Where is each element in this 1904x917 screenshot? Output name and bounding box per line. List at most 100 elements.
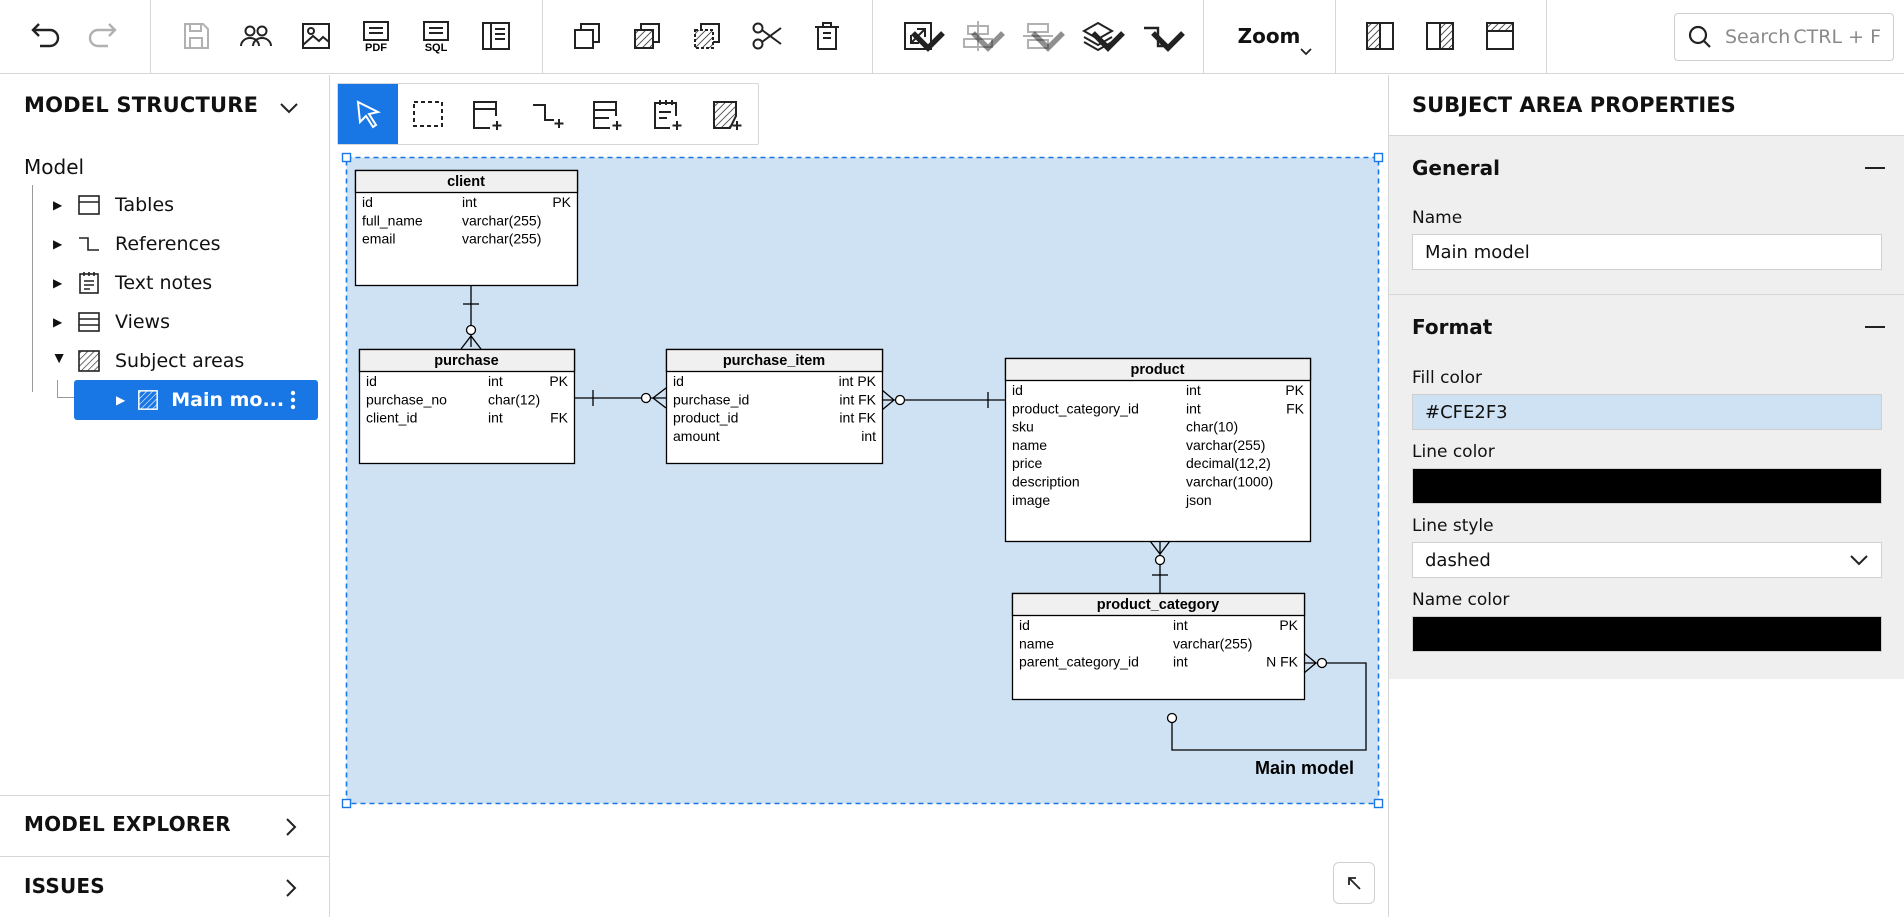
chevron-down-icon (1850, 555, 1868, 566)
table-name: client (447, 174, 485, 190)
duplicate-button[interactable] (625, 14, 669, 58)
diagram-canvas[interactable]: Main model (331, 75, 1388, 917)
reference-category-self[interactable] (1171, 662, 1367, 751)
documentation-button[interactable] (474, 14, 518, 58)
export-image-button[interactable] (294, 14, 338, 58)
collapse-arrow-icon[interactable]: ▶ (53, 354, 67, 364)
column-name: id (366, 373, 377, 389)
save-button[interactable] (174, 14, 218, 58)
chevron-down-icon[interactable] (278, 97, 300, 119)
export-sql-button[interactable]: SQL (414, 14, 458, 58)
expand-arrow-icon[interactable]: ▶ (53, 315, 63, 329)
collapse-icon[interactable] (1865, 167, 1885, 169)
export-pdf-button[interactable]: PDF (354, 14, 398, 58)
column-name: image (1012, 492, 1050, 508)
column-type: varchar(1000) (1186, 474, 1273, 490)
cut-button[interactable] (745, 14, 789, 58)
tree-item-label: Main mo... (171, 389, 285, 411)
column-name: id (1019, 617, 1030, 633)
reference-icon (79, 237, 99, 251)
add-view-icon (593, 101, 622, 130)
add-note-tool[interactable] (638, 84, 698, 144)
subject-area-properties-panel: SUBJECT AREA PROPERTIES General Name Mai… (1388, 75, 1904, 917)
select-tool[interactable] (338, 84, 398, 144)
add-table-tool[interactable] (458, 84, 518, 144)
tree-item-references[interactable]: ▶ References (50, 226, 320, 262)
chevron-down-icon (1300, 48, 1312, 56)
format-section: Format Fill color #CFE2F3 Line color Lin… (1389, 294, 1904, 679)
add-subject-area-tool[interactable] (698, 84, 758, 144)
expand-arrow-icon[interactable]: ▶ (53, 237, 63, 251)
expand-arrow-icon[interactable]: ▶ (53, 276, 63, 290)
search-shortcut: CTRL + F (1793, 26, 1881, 48)
align-button[interactable] (956, 14, 1005, 58)
resize-button[interactable] (896, 14, 945, 58)
tree-item-text-notes[interactable]: ▶ Text notes (50, 265, 320, 301)
add-view-tool[interactable] (578, 84, 638, 144)
fit-to-screen-button[interactable] (1333, 862, 1375, 904)
save-icon (184, 23, 209, 49)
copy-button[interactable] (565, 14, 609, 58)
column-flags: FK (550, 410, 569, 426)
table-name: purchase_item (723, 353, 825, 369)
fill-color-input[interactable]: #CFE2F3 (1412, 394, 1882, 430)
tree-root-model[interactable]: Model (24, 155, 85, 179)
name-color-label: Name color (1412, 590, 1510, 610)
subject-area-name: Main model (1255, 758, 1354, 778)
line-color-swatch[interactable] (1412, 468, 1882, 504)
diagram-svg[interactable]: Main model (331, 75, 1388, 917)
column-name: name (1019, 635, 1054, 651)
document-icon (482, 22, 510, 50)
undo-icon (31, 23, 60, 48)
name-input-value: Main model (1425, 241, 1530, 263)
undo-button[interactable] (22, 14, 66, 58)
expand-arrow-icon[interactable]: ▶ (116, 393, 126, 407)
column-name: product_id (673, 410, 738, 426)
column-type: int (488, 410, 503, 426)
column-type: json (1185, 492, 1212, 508)
add-reference-icon (533, 104, 564, 128)
paste-button[interactable] (685, 14, 729, 58)
tree-item-tables[interactable]: ▶ Tables (50, 187, 320, 223)
name-label: Name (1412, 208, 1463, 228)
column-flags: int FK (839, 391, 876, 407)
tree-item-main-model[interactable]: ▶ Main mo... (74, 380, 318, 420)
cursor-icon (356, 100, 381, 129)
selection-handles[interactable] (341, 152, 1384, 809)
add-reference-tool[interactable] (518, 84, 578, 144)
users-icon (240, 25, 272, 47)
search-box[interactable]: Search CTRL + F (1674, 13, 1894, 61)
tree-item-views[interactable]: ▶ Views (50, 304, 320, 340)
right-panel-toggle[interactable] (1418, 14, 1462, 58)
share-button[interactable] (234, 14, 278, 58)
left-panel-toggle[interactable] (1358, 14, 1402, 58)
table-header (354, 169, 579, 194)
expand-arrow-icon[interactable]: ▶ (53, 198, 63, 212)
name-input[interactable]: Main model (1412, 234, 1882, 270)
redo-button[interactable] (82, 14, 126, 58)
name-color-swatch[interactable] (1412, 616, 1882, 652)
collapse-icon[interactable] (1865, 326, 1885, 328)
issues-section[interactable]: ISSUES (0, 856, 330, 916)
column-type: int (1173, 617, 1188, 633)
tree-item-subject-areas[interactable]: ▶ Subject areas (50, 343, 320, 379)
model-explorer-section[interactable]: MODEL EXPLORER (0, 795, 330, 855)
subject-area-icon (138, 390, 159, 410)
delete-button[interactable] (805, 14, 849, 58)
zoom-button[interactable]: Zoom (1216, 14, 1322, 58)
line-style-select[interactable]: dashed (1412, 542, 1882, 578)
more-vertical-icon[interactable] (290, 390, 296, 410)
distribute-button[interactable] (1016, 14, 1065, 58)
pdf-text: PDF (365, 42, 387, 54)
layers-button[interactable] (1076, 14, 1125, 58)
line-color-label: Line color (1412, 442, 1495, 462)
reference-style-button[interactable] (1136, 14, 1185, 58)
top-panel-toggle[interactable] (1478, 14, 1522, 58)
area-select-tool[interactable] (398, 84, 458, 144)
